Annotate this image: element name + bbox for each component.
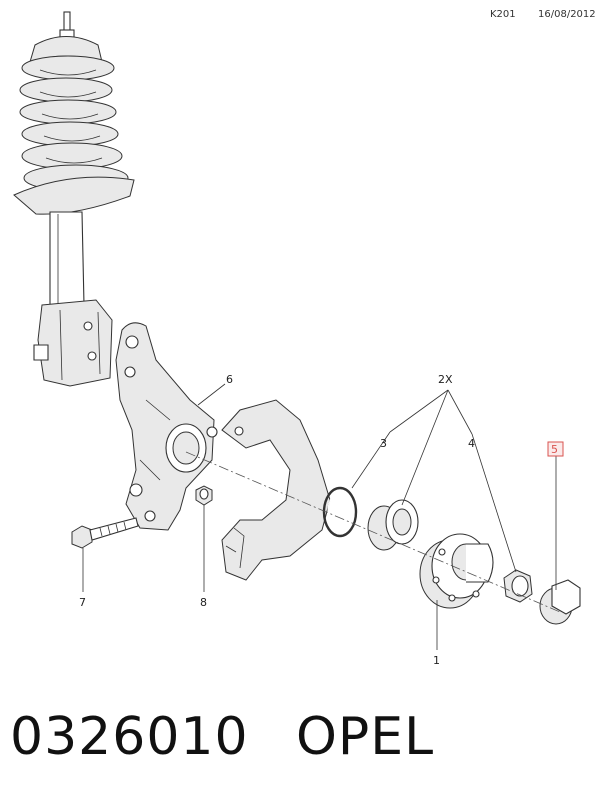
- diagram-code: K201: [490, 9, 516, 20]
- center-axis: [185, 451, 561, 613]
- callout-7: 7: [79, 596, 86, 609]
- brand-name: OPEL: [296, 707, 435, 767]
- hub-nut: [503, 569, 533, 603]
- callout-6: 6: [226, 373, 233, 386]
- splash-shield: [221, 399, 331, 581]
- callout-1: 1: [433, 654, 440, 667]
- callout-labels: 6 2X 3 4 5 1 7 8: [79, 373, 564, 667]
- nut: [195, 485, 213, 506]
- exploded-parts-diagram: 6 2X 3 4 5 1 7 8: [13, 11, 581, 667]
- part-number: 0326010: [10, 707, 249, 767]
- callout-5-highlight: [547, 441, 564, 457]
- callout-4: 4: [468, 437, 475, 450]
- diagram-date: 16/08/2012: [538, 9, 596, 20]
- wheel-bearing: [367, 499, 419, 551]
- hub-cap-nut: [539, 579, 581, 625]
- circlip: [322, 486, 358, 538]
- leader-lines: [82, 383, 557, 650]
- steering-knuckle: [115, 322, 218, 531]
- bolt: [71, 517, 139, 549]
- wheel-hub: [419, 533, 494, 609]
- callout-2x: 2X: [438, 373, 453, 386]
- callout-8: 8: [200, 596, 207, 609]
- callout-5: 5: [551, 443, 558, 456]
- strut-assembly: [13, 11, 135, 387]
- callout-3: 3: [380, 437, 387, 450]
